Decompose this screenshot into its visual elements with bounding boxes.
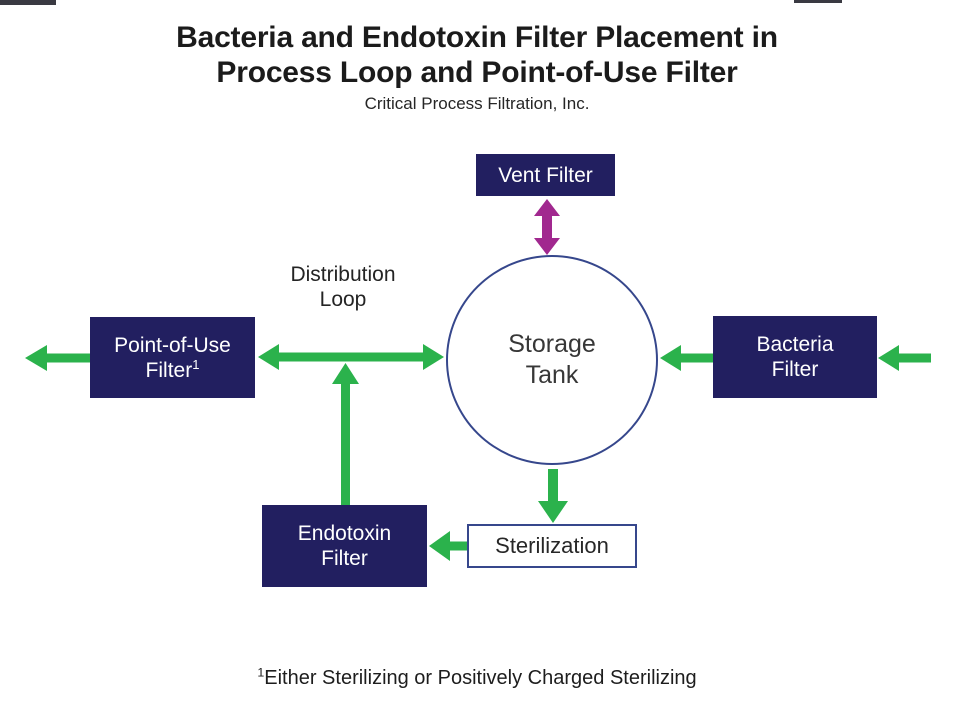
bacteria-filter-label-line2: Filter <box>771 358 819 381</box>
arrow-sterilization-to-endotoxin <box>429 531 467 561</box>
screen-edge-artifact-left <box>0 0 56 5</box>
page-title-line2: Process Loop and Point-of-Use Filter <box>216 56 738 89</box>
arrow-distribution-loop <box>258 344 444 370</box>
endotoxin-filter-label-line1: Endotoxin <box>297 522 392 545</box>
arrow-pou-outlet <box>25 345 91 371</box>
footnote: 1Either Sterilizing or Positively Charge… <box>0 665 954 690</box>
storage-tank-label-line2: Tank <box>525 361 579 389</box>
node-point-of-use-filter: Point-of-Use Filter1 <box>90 317 255 398</box>
diagram-subtitle: Critical Process Filtration, Inc. <box>364 94 590 113</box>
pou-filter-word: Filter <box>145 358 193 382</box>
node-storage-tank: Storage Tank <box>446 255 658 465</box>
pou-filter-label-line1: Point-of-Use <box>114 333 231 357</box>
footnote-text: Either Sterilizing or Positively Charged… <box>264 667 697 689</box>
vent-filter-label: Vent Filter <box>498 163 593 187</box>
arrow-endotoxin-to-loop <box>332 363 359 505</box>
diagram-header: Bacteria and Endotoxin Filter Placement … <box>0 20 954 115</box>
node-endotoxin-filter: Endotoxin Filter <box>262 505 427 587</box>
arrow-feed-to-bacteria-filter <box>878 345 931 371</box>
distribution-loop-line1: Distribution <box>290 263 396 286</box>
arrow-bacteria-filter-to-tank <box>660 345 713 371</box>
arrow-tank-to-sterilization <box>538 469 568 523</box>
pou-filter-label-line2: Filter1 <box>145 356 200 383</box>
node-bacteria-filter: Bacteria Filter <box>713 316 877 398</box>
pou-filter-footnote-marker: 1 <box>192 356 200 372</box>
sterilization-label: Sterilization <box>495 533 609 558</box>
screen-edge-artifact-right <box>794 0 842 3</box>
node-vent-filter: Vent Filter <box>476 154 615 196</box>
arrow-vent-filter-tank <box>534 199 560 255</box>
page-title-line1: Bacteria and Endotoxin Filter Placement … <box>176 21 778 54</box>
distribution-loop-line2: Loop <box>319 288 367 311</box>
distribution-loop-label: Distribution Loop <box>268 262 418 312</box>
node-sterilization: Sterilization <box>467 524 637 568</box>
footnote-marker: 1 <box>257 665 265 680</box>
bacteria-filter-label-line1: Bacteria <box>756 333 834 356</box>
endotoxin-filter-label-line2: Filter <box>321 547 368 570</box>
storage-tank-label-line1: Storage <box>508 330 596 358</box>
